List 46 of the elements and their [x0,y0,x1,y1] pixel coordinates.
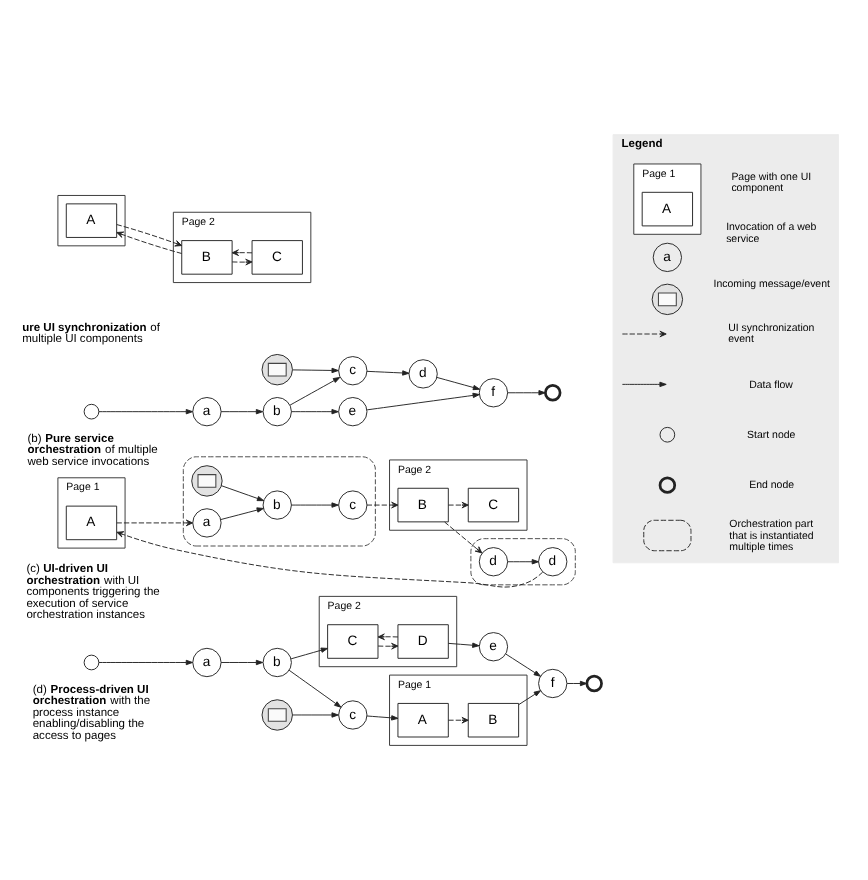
arrow [366,715,399,721]
arrow [221,485,265,502]
arrow [231,249,253,256]
arrow [231,258,253,266]
arrow [447,642,480,648]
arrow [116,224,183,247]
arrow [220,507,264,520]
node-envelope [191,465,223,497]
arrow [98,659,193,666]
arrow [507,559,539,565]
arrow [116,231,183,254]
node-envelope [261,354,293,386]
arrow [366,501,399,509]
node-ring [544,384,562,402]
arrow [444,521,483,554]
node-stack [643,519,692,552]
node-envelope [261,699,293,731]
node-envelope [651,283,684,316]
node-ring [585,674,603,693]
arrow [447,501,469,509]
arrow [289,376,341,406]
arrow [447,716,469,724]
node-circle [83,403,100,420]
arrow [505,653,541,677]
arrow [377,633,399,641]
arrow [290,409,339,415]
node-circle [659,426,676,443]
arrow [98,409,193,415]
arrow [292,712,339,718]
arrow [518,690,541,706]
arrow [377,642,399,650]
arrow [566,680,588,687]
arrow [436,376,481,391]
arrow [292,367,339,374]
arrow [290,502,339,508]
arrow [220,659,264,666]
arrow [220,409,264,415]
arrow [116,519,194,527]
node-ring [658,476,677,494]
arrow [366,392,480,411]
arrow [290,647,328,660]
node-circle [83,654,100,671]
arrow [288,669,342,708]
arrow [366,370,410,376]
arrow [507,390,546,396]
arrow [116,531,544,588]
